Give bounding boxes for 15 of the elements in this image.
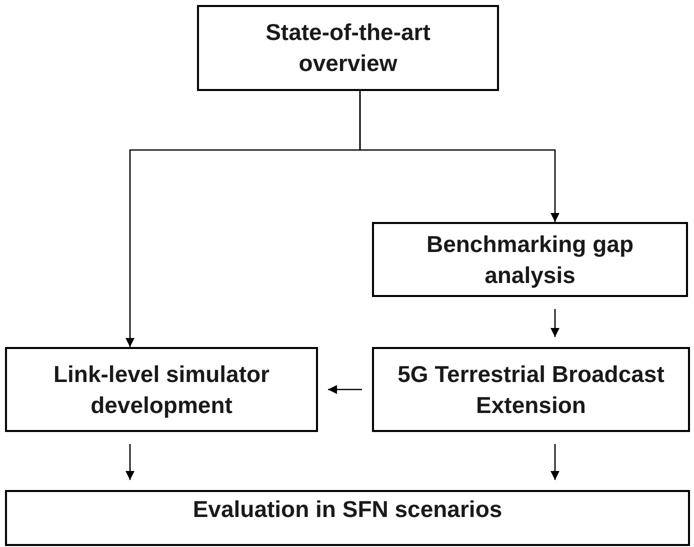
process-box — [372, 222, 688, 297]
arrow — [550, 444, 560, 480]
process-box — [372, 347, 690, 432]
arrow — [359, 91, 560, 222]
process-box — [5, 490, 690, 546]
process-box — [5, 347, 318, 432]
box-label: 5G Terrestrial Broadcast Extension — [396, 360, 666, 420]
process-box — [197, 5, 499, 91]
arrow — [126, 444, 134, 480]
arrow — [550, 309, 560, 337]
box-label: State-of-the-art overview — [264, 18, 432, 78]
arrow — [328, 385, 362, 394]
box-label: Evaluation in SFN scenarios — [192, 495, 502, 524]
box-label: Benchmarking gap analysis — [425, 230, 635, 290]
box-label: Link-level simulator development — [52, 360, 270, 420]
